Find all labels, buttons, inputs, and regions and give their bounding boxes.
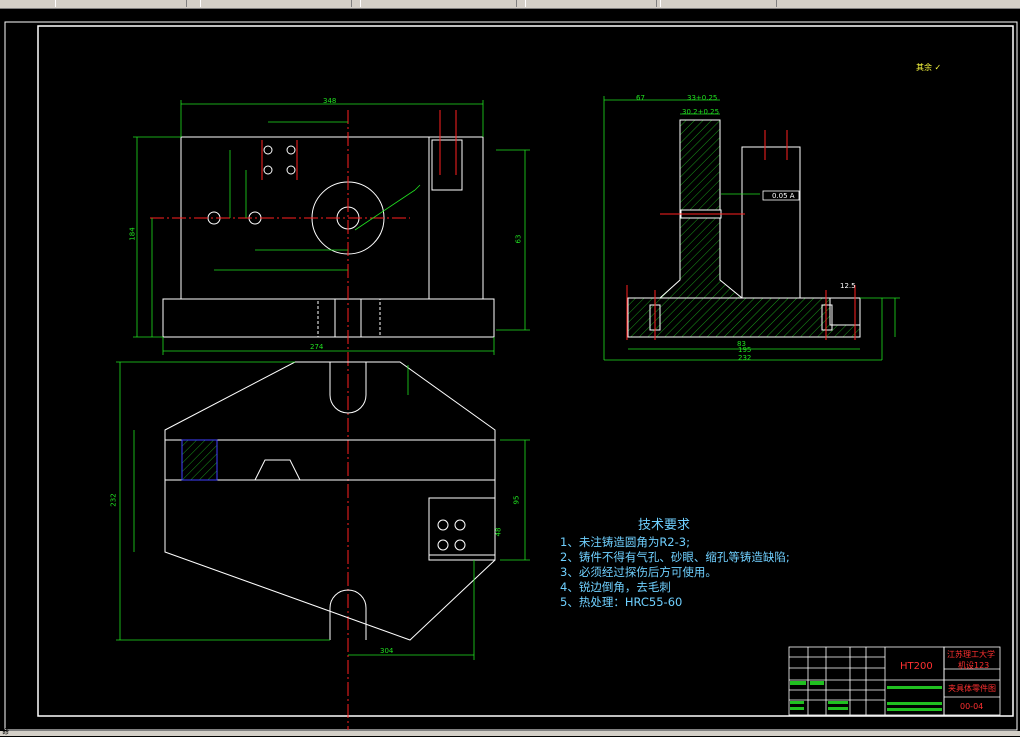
command-line-text: 命: [2, 728, 9, 736]
title-block-class: 机设123: [958, 661, 990, 670]
tech-req-title: 技术要求: [638, 518, 691, 533]
roughness-check-icon: ✓: [934, 63, 942, 72]
dim-side-top-1: 67: [636, 94, 645, 102]
side-view-dimensions: [603, 96, 900, 361]
dim-side-base-1: 195: [738, 346, 752, 354]
plan-view: [164, 361, 496, 641]
dim-front-base-width: 274: [310, 343, 324, 351]
dim-front-height-left: 184: [128, 227, 137, 241]
dim-plan-width-bottom: 304: [380, 647, 394, 655]
toolbar-combo-3[interactable]: [360, 0, 517, 7]
surface-roughness-note: 其余 ✓: [916, 62, 941, 73]
toolbar-combo-1[interactable]: [55, 0, 187, 7]
technical-requirements: 技术要求 1、未注铸造圆角为R2-3; 2、铸件不得有气孔、砂眼、缩孔等铸造缺陷…: [560, 517, 820, 610]
title-block-material: HT200: [900, 661, 933, 672]
title-block-school: 江苏理工大学: [947, 650, 995, 659]
front-view-centerlines: [150, 110, 457, 730]
geometric-tolerance-frame: [762, 190, 800, 201]
side-view-centerlines: [626, 130, 856, 340]
dim-side-top-3: 30.2+0.25: [682, 108, 720, 116]
dim-side-base-2: 232: [738, 354, 752, 362]
title-block-frame: [788, 646, 1001, 716]
dim-side-top-2: 33+0.25: [687, 94, 718, 102]
tech-req-item-5: 5、热处理：HRC55-60: [560, 595, 683, 609]
toolbar-combo-4[interactable]: [525, 0, 657, 7]
dim-front-height-right: 63: [514, 234, 523, 244]
title-block-fills: [790, 681, 942, 711]
tech-req-item-4: 4、锐边倒角，去毛刺: [560, 580, 671, 594]
roughness-note-text: 其余: [916, 63, 932, 72]
dim-plan-right-2: 48: [494, 527, 503, 537]
tech-req-item-1: 1、未注铸造圆角为R2-3;: [560, 535, 690, 549]
drawing-frame: [37, 25, 1014, 717]
sheet-border: [4, 21, 1018, 731]
tech-req-item-3: 3、必须经过探伤后方可使用。: [560, 565, 717, 579]
dim-side-base-3: 83: [737, 340, 746, 348]
title-block-drawing-name: 夹具体零件图: [948, 684, 996, 693]
plan-view-dimensions: [116, 361, 530, 660]
command-line[interactable]: 命: [0, 728, 1020, 736]
toolbar-combo-5[interactable]: [660, 0, 777, 7]
dim-plan-height-left: 232: [109, 493, 118, 507]
toolbar-combo-2[interactable]: [200, 0, 352, 7]
tech-req-item-2: 2、铸件不得有气孔、砂眼、缩孔等铸造缺陷;: [560, 550, 790, 564]
front-view: [162, 136, 495, 338]
dim-plan-right: 95: [512, 495, 521, 505]
roughness-value: 12.5: [840, 282, 856, 290]
title-block-drawing-no: 00-04: [960, 702, 984, 711]
dim-front-width-top: 348: [323, 97, 337, 105]
toolbar-strip: [0, 0, 1020, 9]
side-view: [627, 119, 861, 338]
tolerance-frame-text: 0.05 A: [772, 192, 795, 200]
front-view-dimensions: [133, 100, 530, 355]
